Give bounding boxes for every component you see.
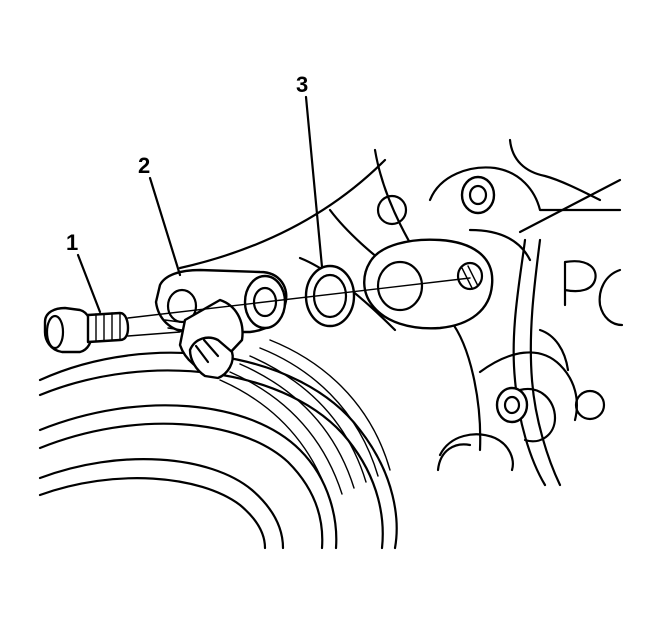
cover-bolt (495, 386, 529, 424)
crankshaft-position-sensor (154, 268, 288, 380)
leader-lines (76, 95, 324, 314)
callout-1: 1 (66, 230, 78, 255)
sensor-bolt (43, 306, 130, 354)
boss-hole (376, 194, 408, 226)
sensor-mounting-boss (363, 238, 494, 330)
callout-2: 2 (138, 153, 150, 178)
cover-bolt (460, 175, 496, 215)
boss-hole (574, 389, 606, 421)
o-ring-seal (304, 264, 356, 328)
crankshaft-pulley (38, 339, 398, 550)
leader-line-2 (148, 176, 182, 277)
leader-line-3 (304, 95, 324, 269)
callout-3: 3 (296, 72, 308, 97)
alignment-lines (127, 277, 471, 337)
leader-line-1 (76, 253, 102, 314)
